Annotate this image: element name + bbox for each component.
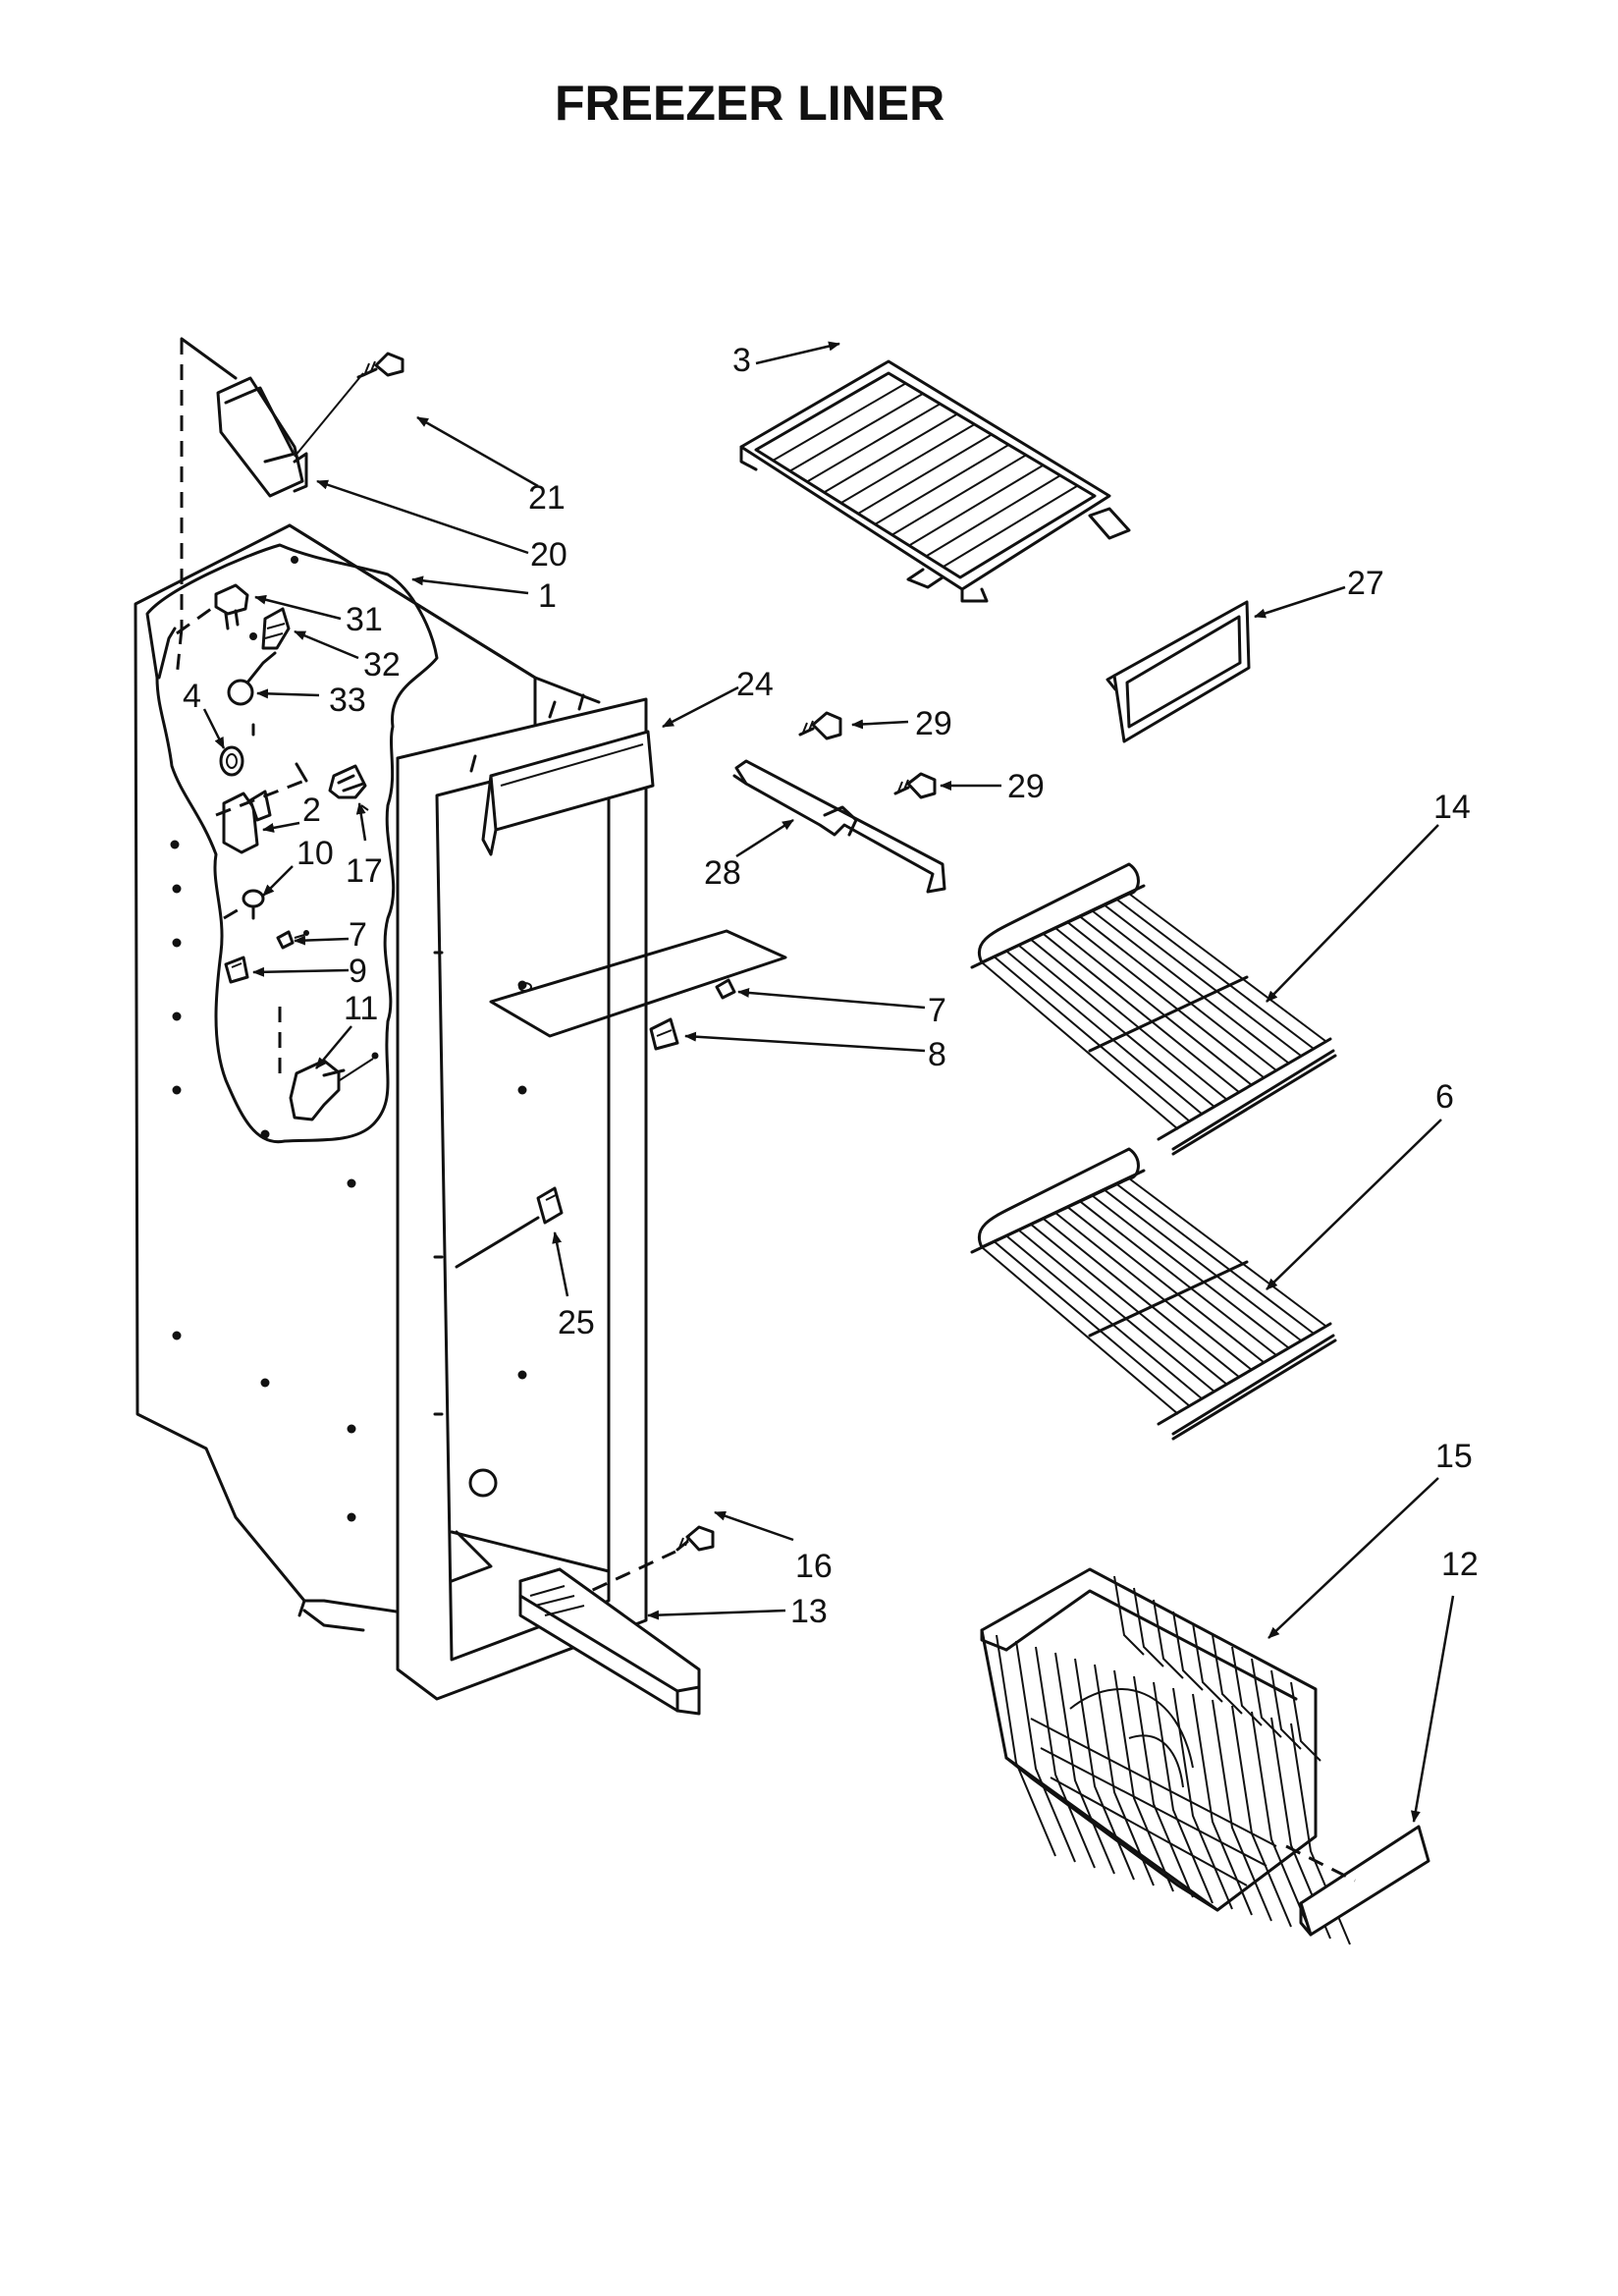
page-title: FREEZER LINER [555,76,944,131]
callout-27: 27 [1347,565,1384,602]
callout-24: 24 [736,666,774,703]
wire-shelf-part-6 [970,1147,1337,1441]
callout-17: 17 [346,852,383,890]
callout-4: 4 [183,678,201,715]
spring-part-32 [261,607,291,650]
cover-part-27 [1106,600,1251,743]
callout-13: 13 [790,1593,828,1630]
light-shield-part-24 [481,730,655,856]
callout-33: 33 [329,682,366,719]
wire-shelf-part-14 [970,862,1337,1156]
bulb-part-33 [227,651,277,706]
switch-part-25 [455,1186,564,1269]
callout-7-left: 7 [349,916,367,954]
callout-11: 11 [344,990,378,1027]
switch-part-2 [215,762,308,854]
lamp-socket-part-31 [157,583,249,680]
callout-28: 28 [704,854,741,892]
callout-31: 31 [346,601,383,638]
callout-32: 32 [363,646,401,683]
callout-8: 8 [928,1036,946,1073]
screw-part-29a [798,711,842,740]
callout-6: 6 [1435,1078,1454,1116]
callout-12: 12 [1441,1546,1479,1583]
top-grill-part-3 [739,359,1131,603]
bracket-part-28 [732,759,946,894]
wire-basket-part-15 [980,1567,1351,1945]
cutaway-outline [145,543,439,1144]
screw-part-29b [893,772,937,799]
callout-9: 9 [349,953,367,990]
screw-part-10 [223,889,265,920]
callout-16: 16 [795,1548,833,1585]
callout-10: 10 [297,835,334,872]
clips-part-7-9 [224,930,309,984]
clip-part-17 [328,764,369,811]
callout-7-right: 7 [928,992,946,1029]
callout-2: 2 [302,792,321,829]
grille-part-13 [518,1567,701,1716]
screw-part-16 [568,1525,715,1603]
callout-20: 20 [530,536,567,574]
callout-29b: 29 [1007,768,1045,805]
screw-part-21 [294,352,404,458]
callout-1: 1 [538,577,557,615]
control-plate-part-7-8 [489,929,787,1051]
callout-21: 21 [528,479,566,517]
callout-25: 25 [558,1304,595,1341]
grommet-part-4 [219,723,255,777]
trim-part-12 [1285,1825,1430,1937]
callout-leaders [202,341,1455,1823]
callout-15: 15 [1435,1438,1473,1475]
bracket-part-20 [175,337,308,679]
callout-3: 3 [732,342,751,379]
damper-part-11 [278,1007,379,1121]
callout-labels: 3 21 20 1 27 31 32 33 24 29 29 4 2 17 10… [183,342,1479,1630]
callout-14: 14 [1433,789,1471,826]
freezer-liner-body [134,523,648,1701]
callout-29a: 29 [915,705,952,742]
